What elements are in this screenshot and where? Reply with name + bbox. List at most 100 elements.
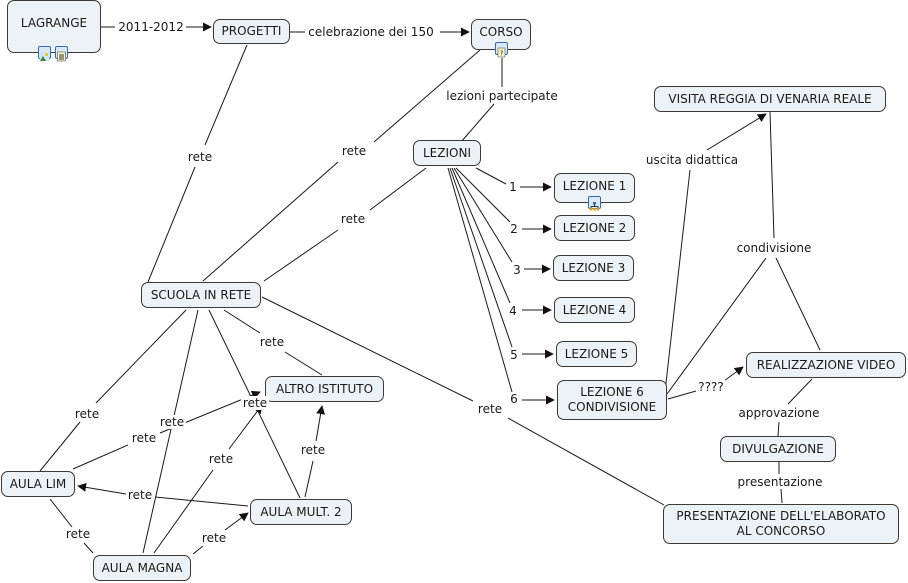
link-label-5: 5 [508, 348, 520, 362]
node-label: AULA MAGNA [101, 560, 183, 575]
node-label: ALTRO ISTITUTO [275, 381, 374, 396]
link-label-rete-lim-scuola: rete [72, 407, 102, 421]
node-lezione-1[interactable]: LEZIONE 1 [554, 173, 635, 203]
link-label-rete-magna-scuola: rete [157, 415, 187, 429]
concept-map-resource-icon[interactable] [588, 196, 601, 211]
link-scuola-rete-lim [95, 309, 187, 404]
node-label: LEZIONE 1 [562, 178, 627, 193]
node-label: LEZIONE 4 [562, 302, 627, 317]
link-magna-rete-mult [192, 545, 204, 555]
node-label: LAGRANGE [20, 16, 88, 30]
node-label: AULA LIM [9, 476, 67, 491]
link-label-1: 1 [507, 180, 519, 194]
node-lezione-4[interactable]: LEZIONE 4 [554, 297, 635, 323]
link-label-qqqq: ???? [696, 380, 726, 394]
node-divulgazione[interactable]: DIVULGAZIONE [720, 436, 836, 462]
link-label-celebrazione: celebrazione dei 150 [306, 25, 436, 39]
link-rete-scuola-corso [202, 161, 339, 282]
node-lezione-2[interactable]: LEZIONE 2 [554, 215, 635, 241]
link-lezioni-2 [455, 167, 511, 223]
link-rete-magna-altro [228, 404, 263, 450]
link-label-condivisione: condivisione [734, 241, 814, 255]
node-label-line2: CONDIVISIONE [567, 400, 657, 414]
unknown-file-resource-icon[interactable]: ? [495, 42, 508, 58]
link-lezioni-partecipate-lezioni [460, 103, 495, 143]
link-label-4: 4 [507, 304, 519, 318]
link-condivisione-video [775, 257, 821, 351]
link-lim-rete-magna [49, 498, 73, 528]
node-label: LEZIONI [423, 145, 471, 160]
link-label-rete-mult-lim: rete [125, 488, 155, 502]
node-presentazione-elaborato[interactable]: PRESENTAZIONE DELL'ELABORATO AL CONCORSO [663, 504, 899, 544]
link-label-6: 6 [508, 392, 520, 406]
link-label-rete-lim-altro: rete [129, 431, 159, 445]
document-resource-icon[interactable] [55, 46, 68, 62]
node-lezione-6[interactable]: LEZIONE 6 CONDIVISIONE [557, 380, 667, 420]
node-label: LEZIONE 3 [561, 260, 626, 275]
link-lezione6-qqqq [667, 390, 697, 400]
svg-text:?: ? [500, 50, 504, 58]
node-label-line1: LEZIONE 6 [580, 385, 644, 399]
link-label-rete-lezioni: rete [338, 212, 368, 226]
link-label-3: 3 [511, 263, 523, 277]
link-label-presentazione: presentazione [735, 475, 825, 489]
link-lezioni-rete [369, 167, 427, 211]
node-label: CORSO [479, 24, 523, 39]
link-label-rete-mult-altro: rete [298, 443, 328, 457]
link-condivisione-lezione6 [666, 257, 767, 395]
node-aula-magna[interactable]: AULA MAGNA [93, 555, 191, 581]
link-lim-rete-altro [72, 444, 129, 470]
node-label-line1: PRESENTAZIONE DELL'ELABORATO [676, 509, 886, 523]
link-scuola-rete-altro [223, 309, 261, 334]
link-label-rete-lim-magna: rete [63, 527, 93, 541]
link-label-rete-corso: rete [339, 144, 369, 158]
link-presentazione-elaborato [780, 488, 783, 504]
node-aula-lim[interactable]: AULA LIM [1, 471, 75, 497]
link-rete-lim [39, 421, 81, 472]
node-scuola-in-rete[interactable]: SCUOLA IN RETE [141, 282, 261, 308]
node-label: PROGETTI [221, 24, 282, 38]
node-label: DIVULGAZIONE [732, 441, 824, 456]
node-altro-istituto[interactable]: ALTRO ISTITUTO [265, 376, 384, 402]
node-lagrange[interactable]: LAGRANGE [7, 0, 101, 53]
node-lezione-3[interactable]: LEZIONE 3 [553, 255, 634, 281]
link-lezioni-3 [453, 167, 513, 263]
link-lezione6-uscita [664, 169, 691, 393]
node-lezioni[interactable]: LEZIONI [413, 140, 481, 166]
link-mult-rete-lim [154, 496, 249, 507]
node-visita-reggia[interactable]: VISITA REGGIA DI VENARIA REALE [654, 86, 886, 112]
link-label-rete-magna-altro: rete [206, 452, 236, 466]
link-progetti-rete [204, 44, 248, 146]
link-rete-scuola-progetti [147, 166, 196, 283]
node-aula-mult-2[interactable]: AULA MULT. 2 [250, 499, 352, 525]
node-label: LEZIONE 2 [562, 220, 627, 235]
link-video-approvazione [787, 378, 813, 405]
link-rete-mult-arrow [224, 512, 249, 531]
link-label-rete-altro: rete [257, 335, 287, 349]
node-lezione-5[interactable]: LEZIONE 5 [556, 341, 637, 367]
link-lezioni-5 [449, 167, 513, 348]
node-label: VISITA REGGIA DI VENARIA REALE [668, 91, 872, 106]
link-label-rete-progetti: rete [185, 150, 215, 164]
node-label: SCUOLA IN RETE [150, 287, 252, 302]
node-progetti[interactable]: PROGETTI [213, 19, 290, 44]
link-scuola-rete-elaborato [261, 296, 474, 402]
link-rete-altro [284, 351, 323, 376]
image-resource-icon[interactable] [38, 46, 51, 61]
link-lezioni-1 [475, 167, 507, 185]
node-realizzazione-video[interactable]: REALIZZAZIONE VIDEO [746, 352, 906, 378]
link-visita-condivisione [769, 111, 775, 239]
link-qqqq-video [723, 366, 744, 382]
link-uscita-visita [706, 113, 767, 151]
node-label: REALIZZAZIONE VIDEO [756, 357, 896, 372]
link-rete-elaborato [507, 417, 665, 506]
node-label-line2: AL CONCORSO [736, 524, 826, 538]
link-label-uscita-didattica: uscita didattica [643, 153, 741, 167]
link-label-rete-elaborato: rete [475, 402, 505, 416]
link-rete-mult-altro [315, 405, 326, 442]
link-label-rete-magna-mult: rete [199, 531, 229, 545]
link-lezioni-4 [451, 167, 511, 304]
link-approvazione-divulgazione [777, 421, 780, 437]
link-rete-scuola-lezioni [263, 229, 339, 282]
